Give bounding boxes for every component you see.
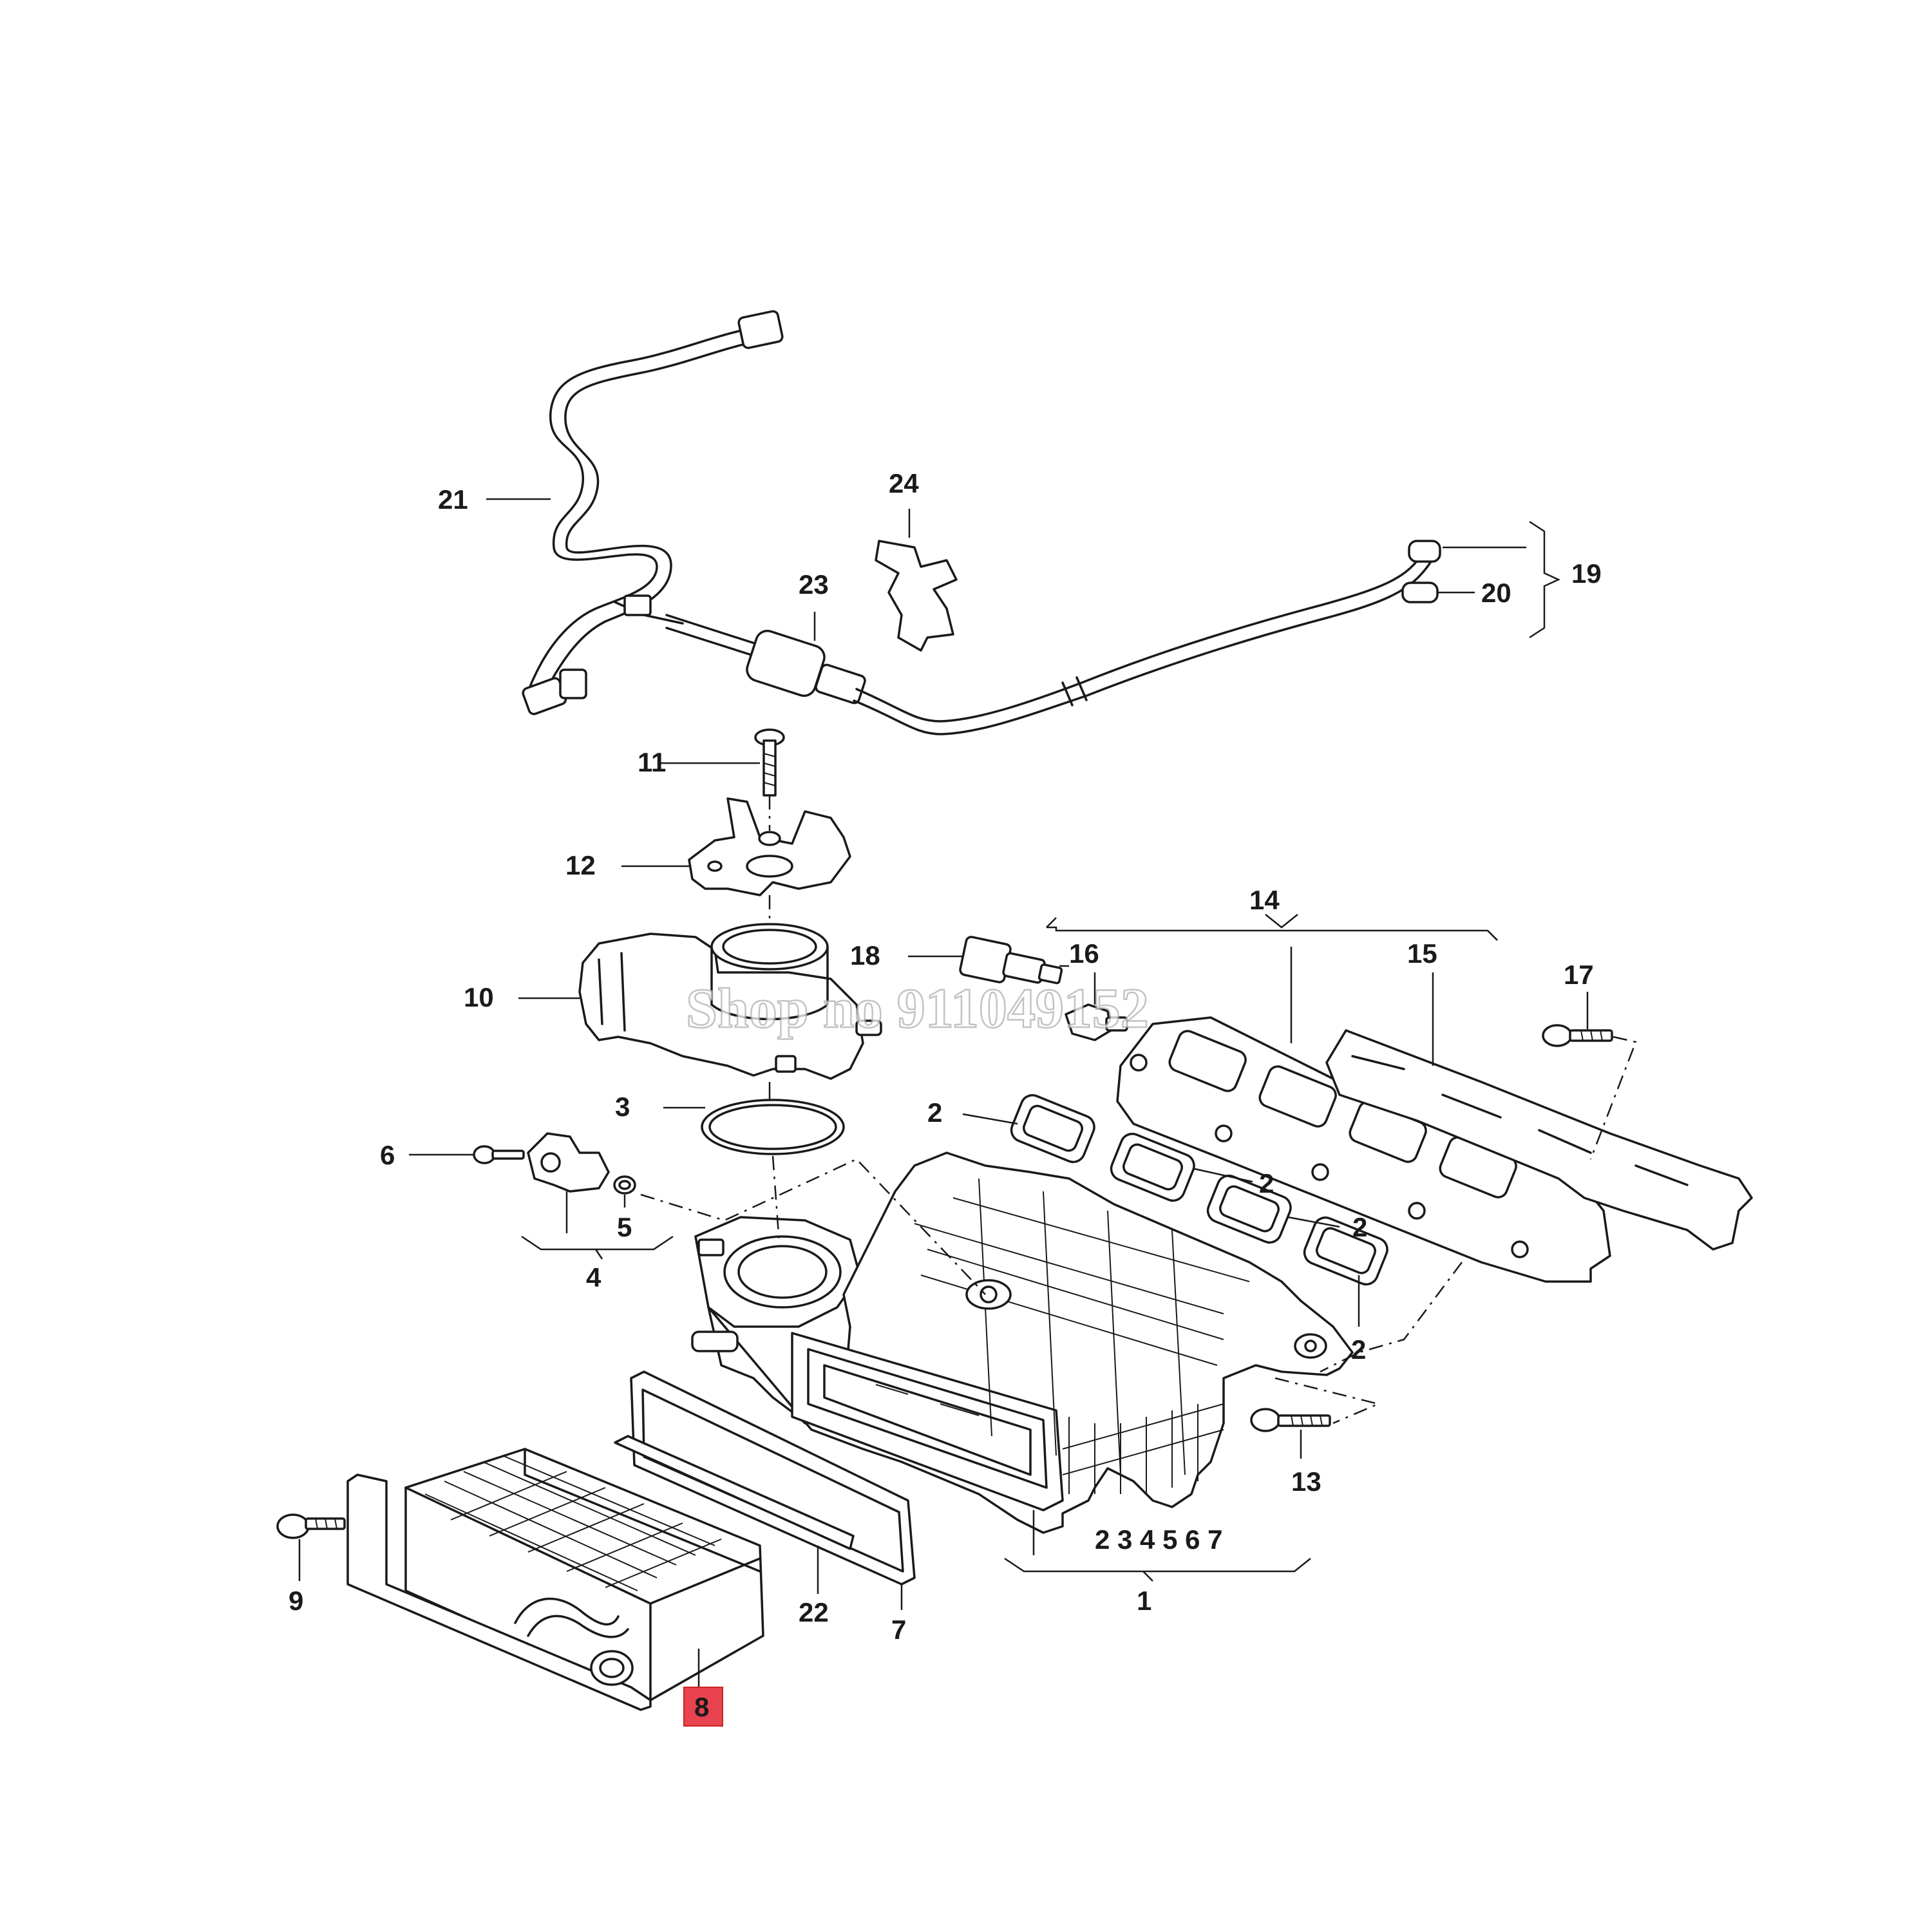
manifold-gasket-14 [1116,1016,1611,1283]
callout-19: 19 [1571,558,1602,589]
hose-end-fitting [737,310,784,349]
callout-14: 14 [1249,885,1280,915]
callout-13: 13 [1291,1466,1321,1497]
callout-12: 12 [565,850,596,880]
callout-11: 11 [638,747,666,777]
hose-clip [1401,582,1439,603]
callout-17: 17 [1564,960,1594,990]
screw-6 [473,1145,496,1164]
filter-outlet [815,663,866,705]
callout-7: 7 [891,1615,906,1645]
hose-end-19 [1408,540,1441,563]
callout-2c: 2 [1352,1212,1367,1242]
intercooler-port [590,1650,634,1686]
callout-9: 9 [289,1586,303,1616]
bolt-9-head [276,1513,310,1539]
callout-6: 6 [380,1140,395,1170]
callout-3: 3 [615,1092,630,1122]
pipe-stub [691,1331,739,1352]
callout-1: 1 [1137,1586,1151,1616]
throttle-body-assembly [578,728,1063,1155]
runner-gasket-1 [1010,1094,1095,1164]
throttle-bracket [688,797,851,896]
plenum-boss [965,1279,1012,1310]
intercooler-end-plate [346,1473,652,1711]
runner-gasket-3 [1206,1174,1292,1244]
seal-5 [613,1175,636,1195]
leader-lines [298,498,1589,1687]
callout-8-highlight [683,1687,723,1727]
callout-20: 20 [1481,578,1511,608]
intercooler-group [276,1370,916,1711]
seal-22 [614,1435,855,1550]
hose-connector [623,594,652,616]
callout-23: 23 [799,569,829,600]
callout-21: 21 [438,484,468,515]
callout-2a: 2 [927,1097,942,1128]
callout-8: 8 [694,1692,709,1722]
callout-1-group: 2 3 4 5 6 7 [1095,1524,1223,1555]
runner-gasket-4 [1303,1216,1388,1286]
intake-manifold-group [1010,1003,1753,1286]
hose-elbow [559,668,587,699]
bolt-13-head [1250,1408,1281,1432]
vacuum-hose-assembly [522,310,1441,735]
manifold-gasket-15 [1325,1029,1753,1251]
intake-plenum-assembly [473,1132,1354,1534]
throttle-flange [694,1216,861,1328]
bolt-17-head [1542,1024,1573,1047]
assembly-lines [640,795,1637,1425]
callout-16: 16 [1069,938,1099,969]
throttle-body [578,933,864,1080]
callout-5: 5 [617,1212,632,1242]
pressure-sensor [959,936,1012,983]
bolt-11-shank [762,739,777,797]
callout-labels: 21 23 24 19 20 11 12 10 18 16 14 15 17 3… [289,468,1602,1727]
callout-2d: 2 [1351,1334,1366,1365]
watermark: Shop no 911049152 [686,978,1149,1040]
runner-gasket-2 [1110,1132,1195,1202]
callout-15: 15 [1407,938,1437,969]
callout-4: 4 [586,1262,601,1293]
callout-18: 18 [850,940,880,971]
hose-bracket [875,540,958,652]
callout-22: 22 [799,1597,829,1627]
throttle-position-sensor [527,1132,610,1193]
callout-2b: 2 [1259,1168,1274,1198]
callout-24: 24 [889,468,919,498]
o-ring [701,1099,845,1155]
callout-10: 10 [464,982,494,1012]
